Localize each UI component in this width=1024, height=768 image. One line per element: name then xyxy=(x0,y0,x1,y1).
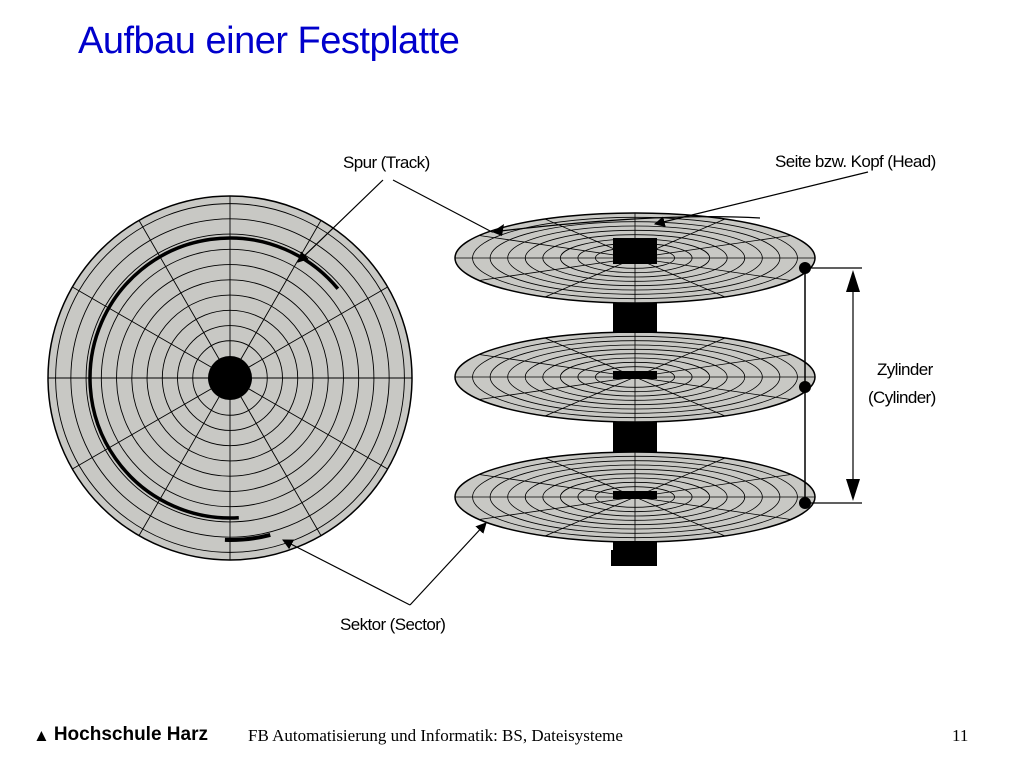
spindle-segment xyxy=(613,371,657,379)
sector-line xyxy=(634,354,791,378)
triangle-icon: ▲ xyxy=(33,725,50,745)
track-arrowhead xyxy=(492,224,504,236)
head-label: Seite bzw. Kopf (Head) xyxy=(775,152,936,171)
platter-top-view xyxy=(47,195,413,561)
sector-line xyxy=(634,376,726,417)
spindle-segment xyxy=(613,303,657,333)
sector-line xyxy=(634,257,726,298)
cylinder-label-en: (Cylinder) xyxy=(868,388,936,407)
cylinder-dot-bottom xyxy=(799,497,811,509)
university-logo: ▲ Hochschule Harz xyxy=(33,724,208,746)
track-label: Spur (Track) xyxy=(343,153,430,172)
spindle-segment xyxy=(613,541,657,553)
head-track-arc xyxy=(491,216,761,233)
sector-line xyxy=(229,286,388,379)
spindle-hole xyxy=(208,356,252,400)
sector-line xyxy=(634,496,726,537)
page-number: 11 xyxy=(952,726,969,745)
sector-line xyxy=(544,457,636,498)
spindle-base xyxy=(611,550,657,566)
sector-line xyxy=(138,220,231,379)
highlighted-track xyxy=(88,236,340,520)
platter-side-view xyxy=(454,212,816,304)
platter-side-view xyxy=(454,451,816,543)
spindle-segment xyxy=(613,491,657,499)
track-pointer-left xyxy=(297,179,384,263)
spindle-segment xyxy=(613,422,657,452)
sector-line xyxy=(634,337,726,378)
cylinder-dot-middle xyxy=(799,381,811,393)
head-pointer xyxy=(653,171,869,227)
sector-line xyxy=(479,376,636,400)
sector-line xyxy=(634,457,726,498)
cylinder-label: Zylinder xyxy=(877,360,934,379)
track-pointer-right xyxy=(392,179,493,233)
cylinder-dot-top xyxy=(799,262,811,274)
course-info: FB Automatisierung und Informatik: BS, D… xyxy=(248,726,623,745)
cylinder-arrowhead-up xyxy=(846,270,860,292)
sector-line xyxy=(544,376,636,417)
platter-side-view xyxy=(454,331,816,423)
sector-line xyxy=(72,377,231,470)
sector-line xyxy=(479,496,636,520)
sector-pointer-left xyxy=(282,539,411,606)
sector-line xyxy=(634,235,791,259)
sector-line xyxy=(634,496,791,520)
sector-line xyxy=(479,354,636,378)
sector-line xyxy=(72,286,231,379)
university-name: Hochschule Harz xyxy=(53,724,208,745)
sector-line xyxy=(229,377,388,470)
sector-label: Sektor (Sector) xyxy=(340,615,445,634)
cylinder-arrowhead-down xyxy=(846,479,860,501)
sector-line xyxy=(479,257,636,281)
sector-line xyxy=(544,337,636,378)
highlighted-sector xyxy=(224,532,271,542)
slide-title: Aufbau einer Festplatte xyxy=(78,20,460,62)
sector-line xyxy=(634,376,791,400)
sector-line xyxy=(634,257,791,281)
sector-line xyxy=(634,474,791,498)
sector-line xyxy=(479,235,636,259)
sector-line xyxy=(229,220,322,379)
sector-line xyxy=(544,496,636,537)
sector-pointer-right xyxy=(409,522,487,606)
sector-line xyxy=(544,257,636,298)
sector-line xyxy=(479,474,636,498)
platter-stack xyxy=(454,212,816,566)
annotation-lines xyxy=(282,171,869,606)
spindle-segment xyxy=(613,238,657,264)
sector-line xyxy=(229,377,322,536)
sector-line xyxy=(138,377,231,536)
